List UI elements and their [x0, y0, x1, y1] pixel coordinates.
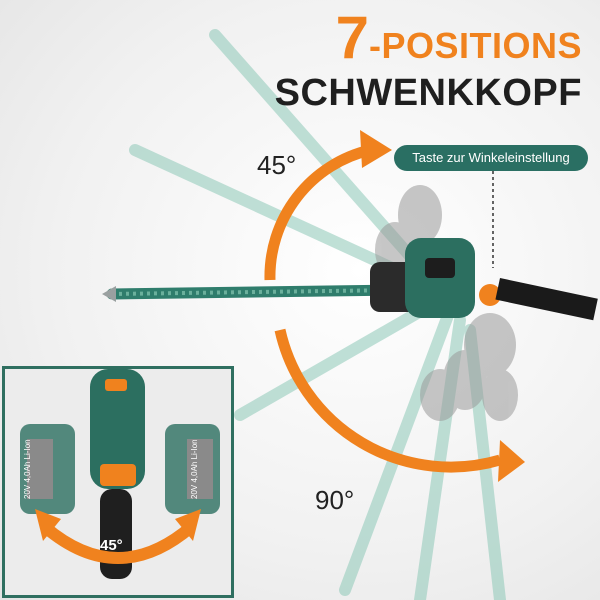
headline-line2: SCHWENKKOPF — [274, 72, 582, 114]
battery-label-right: 20V 4,0Ah Li-Ion — [190, 439, 199, 499]
headline-positions: -POSITIONS — [368, 25, 582, 66]
headline-number: 7 — [335, 4, 369, 71]
headline: 7-POSITIONS SCHWENKKOPF — [275, 8, 582, 115]
angle-label-90: 90° — [315, 485, 355, 515]
main-blade — [102, 284, 406, 302]
battery-label-left: 20V 4,0Ah Li-Ion — [23, 439, 32, 499]
lower-rotation-arrow-icon — [274, 328, 525, 482]
angle-button-callout: Taste zur Winkeleinstellung — [394, 145, 588, 171]
handle-illustration — [20, 369, 220, 579]
inset-angle-label: 45° — [100, 537, 123, 554]
ghost-heads — [375, 185, 518, 421]
angle-adjust-button-icon — [479, 284, 501, 306]
headline-line1: 7-POSITIONS — [275, 8, 582, 68]
inset-handle-detail: 20V 4,0Ah Li-Ion 20V 4,0Ah Li-Ion — [2, 366, 234, 598]
angle-label-45: 45° — [257, 150, 297, 180]
trimmer-head — [370, 238, 598, 321]
upper-rotation-arrow-icon — [264, 130, 392, 281]
